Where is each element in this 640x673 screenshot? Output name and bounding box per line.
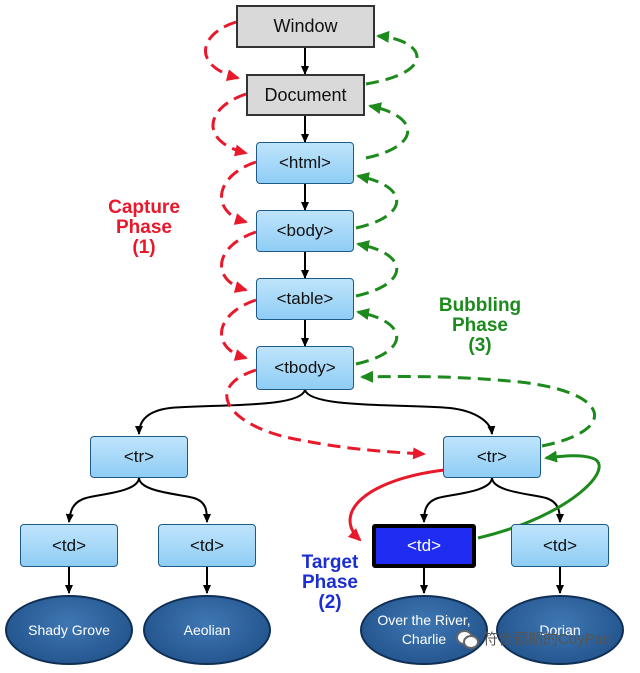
node-document: Document bbox=[246, 74, 365, 116]
wechat-icon bbox=[456, 629, 479, 649]
tree-edges bbox=[65, 48, 564, 594]
node-td-target: <td> bbox=[372, 524, 476, 568]
edge-tbody-tr-left bbox=[135, 389, 306, 435]
bubbling-arrows bbox=[355, 30, 597, 448]
node-td-1: <td> bbox=[20, 524, 118, 567]
node-td-2: <td> bbox=[158, 524, 256, 567]
target-phase-label: Target Phase (2) bbox=[301, 552, 359, 613]
bubbling-phase-label: Bubbling Phase (3) bbox=[438, 295, 522, 356]
bubbling-arrow-4 bbox=[355, 172, 399, 230]
target-arrow bbox=[347, 468, 445, 542]
capture-arrow-5 bbox=[220, 298, 257, 361]
node-body: <body> bbox=[256, 210, 354, 252]
capture-arrow-6 bbox=[225, 368, 426, 460]
node-window: Window bbox=[236, 5, 375, 48]
node-tbody: <tbody> bbox=[256, 346, 354, 390]
edge-tr-left-td1 bbox=[65, 477, 140, 523]
node-tr-right: <tr> bbox=[443, 436, 541, 478]
edge-tbody-tr-right bbox=[304, 389, 496, 435]
capture-arrows bbox=[204, 20, 426, 460]
capture-arrow-2 bbox=[211, 92, 248, 157]
bubbling-arrow-2 bbox=[355, 308, 399, 366]
bubbling-arrow-1 bbox=[360, 370, 597, 448]
bubbling-solid-arrow bbox=[477, 450, 601, 540]
leaf-dorian: Dorian bbox=[496, 595, 624, 665]
capture-phase-label: Capture Phase (1) bbox=[108, 197, 180, 258]
edge-tr-right-target bbox=[420, 477, 493, 523]
bubbling-arrow-6 bbox=[365, 30, 419, 86]
node-td-4: <td> bbox=[511, 524, 609, 567]
capture-arrow-3 bbox=[220, 160, 257, 225]
watermark: 符合预期的CoyPan bbox=[456, 628, 611, 649]
edge-tr-right-td4 bbox=[491, 477, 564, 523]
bubbling-arrow-3 bbox=[355, 240, 399, 298]
edge-tr-left-td2 bbox=[138, 477, 211, 523]
leaf-shady-grove: Shady Grove bbox=[5, 595, 133, 665]
node-table: <table> bbox=[256, 278, 354, 320]
bubbling-arrow-5 bbox=[365, 102, 410, 160]
capture-arrow-4 bbox=[220, 230, 257, 293]
watermark-text: 符合预期的CoyPan bbox=[483, 631, 612, 648]
node-html: <html> bbox=[256, 142, 354, 184]
node-tr-left: <tr> bbox=[90, 436, 188, 478]
leaf-aeolian: Aeolian bbox=[143, 595, 271, 665]
capture-arrow-1 bbox=[204, 20, 240, 82]
